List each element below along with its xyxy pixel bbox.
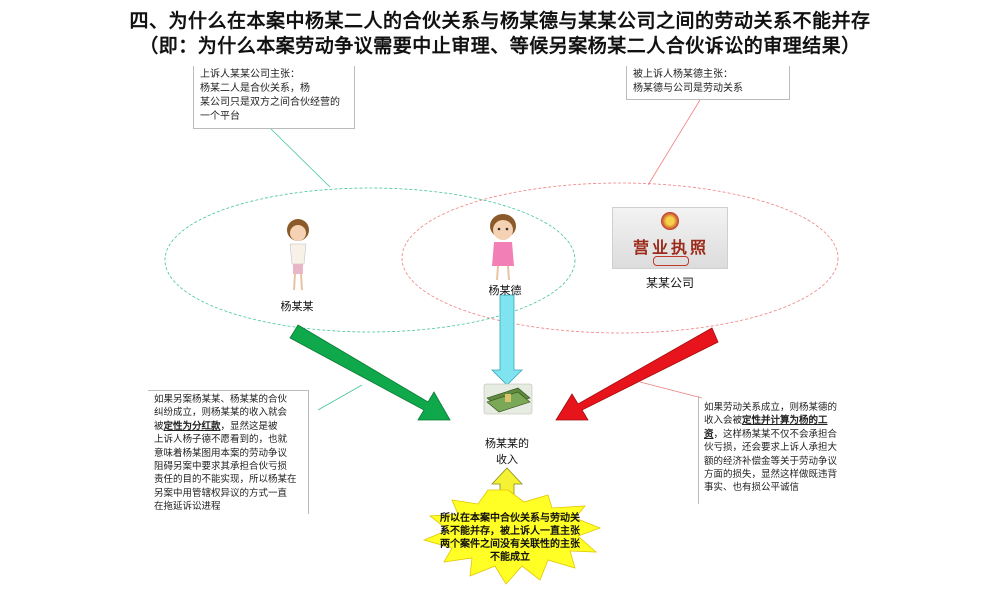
person-left-name: 杨某某 <box>280 300 314 313</box>
right-note-line: 额的经济补偿金等关于劳动争议 <box>704 455 838 467</box>
left-note-line: 意味着杨某图用本案的劳动争议 <box>154 447 288 459</box>
left-note-line: 被定性为分红款，显然这是被 <box>154 420 314 433</box>
conclusion-text: 所以在本案中合伙关系与劳动关 系不能并存，被上诉人一直主张 两个案件之间没有关联… <box>430 512 590 564</box>
red-arrow <box>555 327 719 421</box>
left-note-line: 另案中用管辖权异议的方式一直 <box>154 487 288 499</box>
conclusion-burst <box>422 489 602 585</box>
license-stamp <box>653 256 689 266</box>
income-label: 杨某某的 收入 <box>472 436 542 468</box>
person-left-icon <box>287 219 309 291</box>
left-note-box <box>148 390 309 514</box>
national-emblem-icon <box>661 212 679 230</box>
left-note: 如果另案杨某某、杨某某的合伙 纠纷成立，则杨某某的收入就会 被定性为分红款，显然… <box>154 393 314 514</box>
conclusion-line: 所以在本案中合伙关系与劳动关 <box>440 513 580 524</box>
right-note-text: ，这样杨某某不仅不会承担合 <box>713 428 838 440</box>
right-note-line: 资，这样杨某某不仅不会承担合 <box>704 428 864 441</box>
left-note-line: 上诉人杨子德不愿看到的，也就 <box>154 434 288 446</box>
top-left-note-box <box>193 66 355 129</box>
left-note-text: 被 <box>154 420 164 432</box>
top-right-note-box <box>626 66 790 100</box>
money-stack-icon <box>483 383 533 415</box>
connector-right-note <box>639 381 703 399</box>
right-note-line: 方面的损失，显然这样做既违背 <box>704 469 838 481</box>
conclusion-line: 系不能并存，被上诉人一直主张 <box>440 526 580 537</box>
top-left-note-line: 杨某二人是合伙关系，杨 <box>200 83 310 94</box>
income-line: 杨某某的 <box>485 437 529 450</box>
top-right-note-line: 杨某德与公司是劳动关系 <box>633 83 743 94</box>
page-subtitle: （即：为什么本案劳动争议需要中止审理、等候另案杨某二人合伙诉讼的审理结果） <box>139 35 861 57</box>
license-text: 营业执照 <box>632 238 709 257</box>
left-note-line: 责任的目的不能实现，所以杨某在 <box>154 474 297 486</box>
right-note-line: 伙亏损，还会要求上诉人承担大 <box>704 442 838 454</box>
company-name: 某某公司 <box>645 276 694 290</box>
top-left-note-line: 一个平台 <box>200 111 240 122</box>
right-note-highlight: 定性并计算为杨的工 <box>742 415 828 427</box>
left-note-line: 阻碍另案中要求其承担合伙亏损 <box>154 461 288 473</box>
conclusion-line: 不能成立 <box>490 552 530 563</box>
top-right-note: 被上诉人杨某德主张： 杨某德与公司是劳动关系 <box>633 68 743 96</box>
right-note-text: 收入会被 <box>704 415 743 427</box>
left-note-line: 纠纷成立，则杨某某的收入就会 <box>154 407 288 419</box>
partnership-ellipse <box>164 187 576 333</box>
connector-top-left <box>269 127 331 188</box>
top-left-note-line: 上诉人某某公司主张： <box>200 69 300 80</box>
conclusion-line: 两个案件之间没有关联性的主张 <box>440 539 580 550</box>
cyan-arrow <box>491 294 523 386</box>
right-note: 如果劳动关系成立，则杨某德的 收入会被定性并计算为杨的工 资，这样杨某某不仅不会… <box>704 401 864 495</box>
top-left-note-line: 某公司只是双方之间合伙经营的 <box>200 97 340 108</box>
left-note-highlight: 定性为分红款 <box>163 420 221 432</box>
person-center-icon <box>490 214 516 281</box>
top-right-note-line: 被上诉人杨某德主张： <box>633 69 733 80</box>
connector-top-right <box>647 99 701 186</box>
labor-ellipse <box>401 182 839 334</box>
page-title: 四、为什么在本案中杨某二人的合伙关系与杨某德与某某公司之间的劳动关系不能并存 <box>129 10 871 32</box>
left-note-line: 如果另案杨某某、杨某某的合伙 <box>154 394 288 405</box>
right-note-line: 收入会被定性并计算为杨的工 <box>704 414 864 427</box>
person-center-name: 杨某德 <box>488 284 522 297</box>
green-arrow <box>289 324 451 421</box>
top-left-note: 上诉人某某公司主张： 杨某二人是合伙关系，杨 某公司只是双方之间合伙经营的 一个… <box>200 68 340 124</box>
right-note-box <box>698 396 859 504</box>
left-note-line: 在拖延诉讼进程 <box>154 501 221 513</box>
income-line: 收入 <box>496 453 518 466</box>
business-license-icon: 营业执照 <box>612 207 728 269</box>
left-note-text: ，显然这是被 <box>220 420 278 432</box>
right-note-line: 事实、也有损公平诚信 <box>704 482 800 494</box>
right-note-line: 如果劳动关系成立，则杨某德的 <box>704 402 838 413</box>
connector-left-note <box>317 384 363 411</box>
right-note-highlight: 资 <box>704 428 714 440</box>
